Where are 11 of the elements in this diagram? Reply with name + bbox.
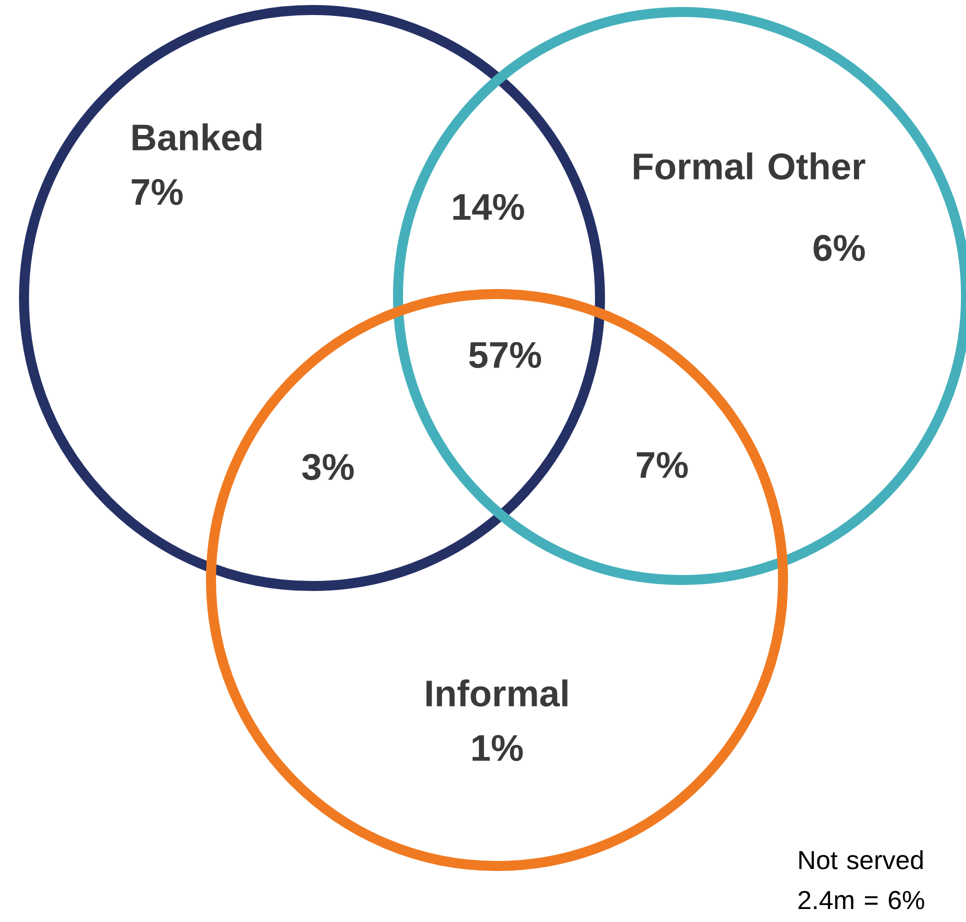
circle-label: 6% [814, 234, 865, 262]
circle-label: Formal Other [634, 152, 866, 180]
overlap-percentage: 3% [302, 454, 354, 480]
note: Not served 2.4m = 6% [798, 850, 924, 910]
circle-label: Banked [132, 123, 262, 151]
overlap-percentage: 57% [469, 342, 542, 368]
circle-label: 7% [132, 179, 183, 206]
circle-label: 1% [472, 735, 523, 762]
circle-label: Informal [426, 679, 568, 707]
overlap-percentage: 14% [453, 194, 524, 220]
overlap-percentage: 7% [636, 452, 688, 478]
